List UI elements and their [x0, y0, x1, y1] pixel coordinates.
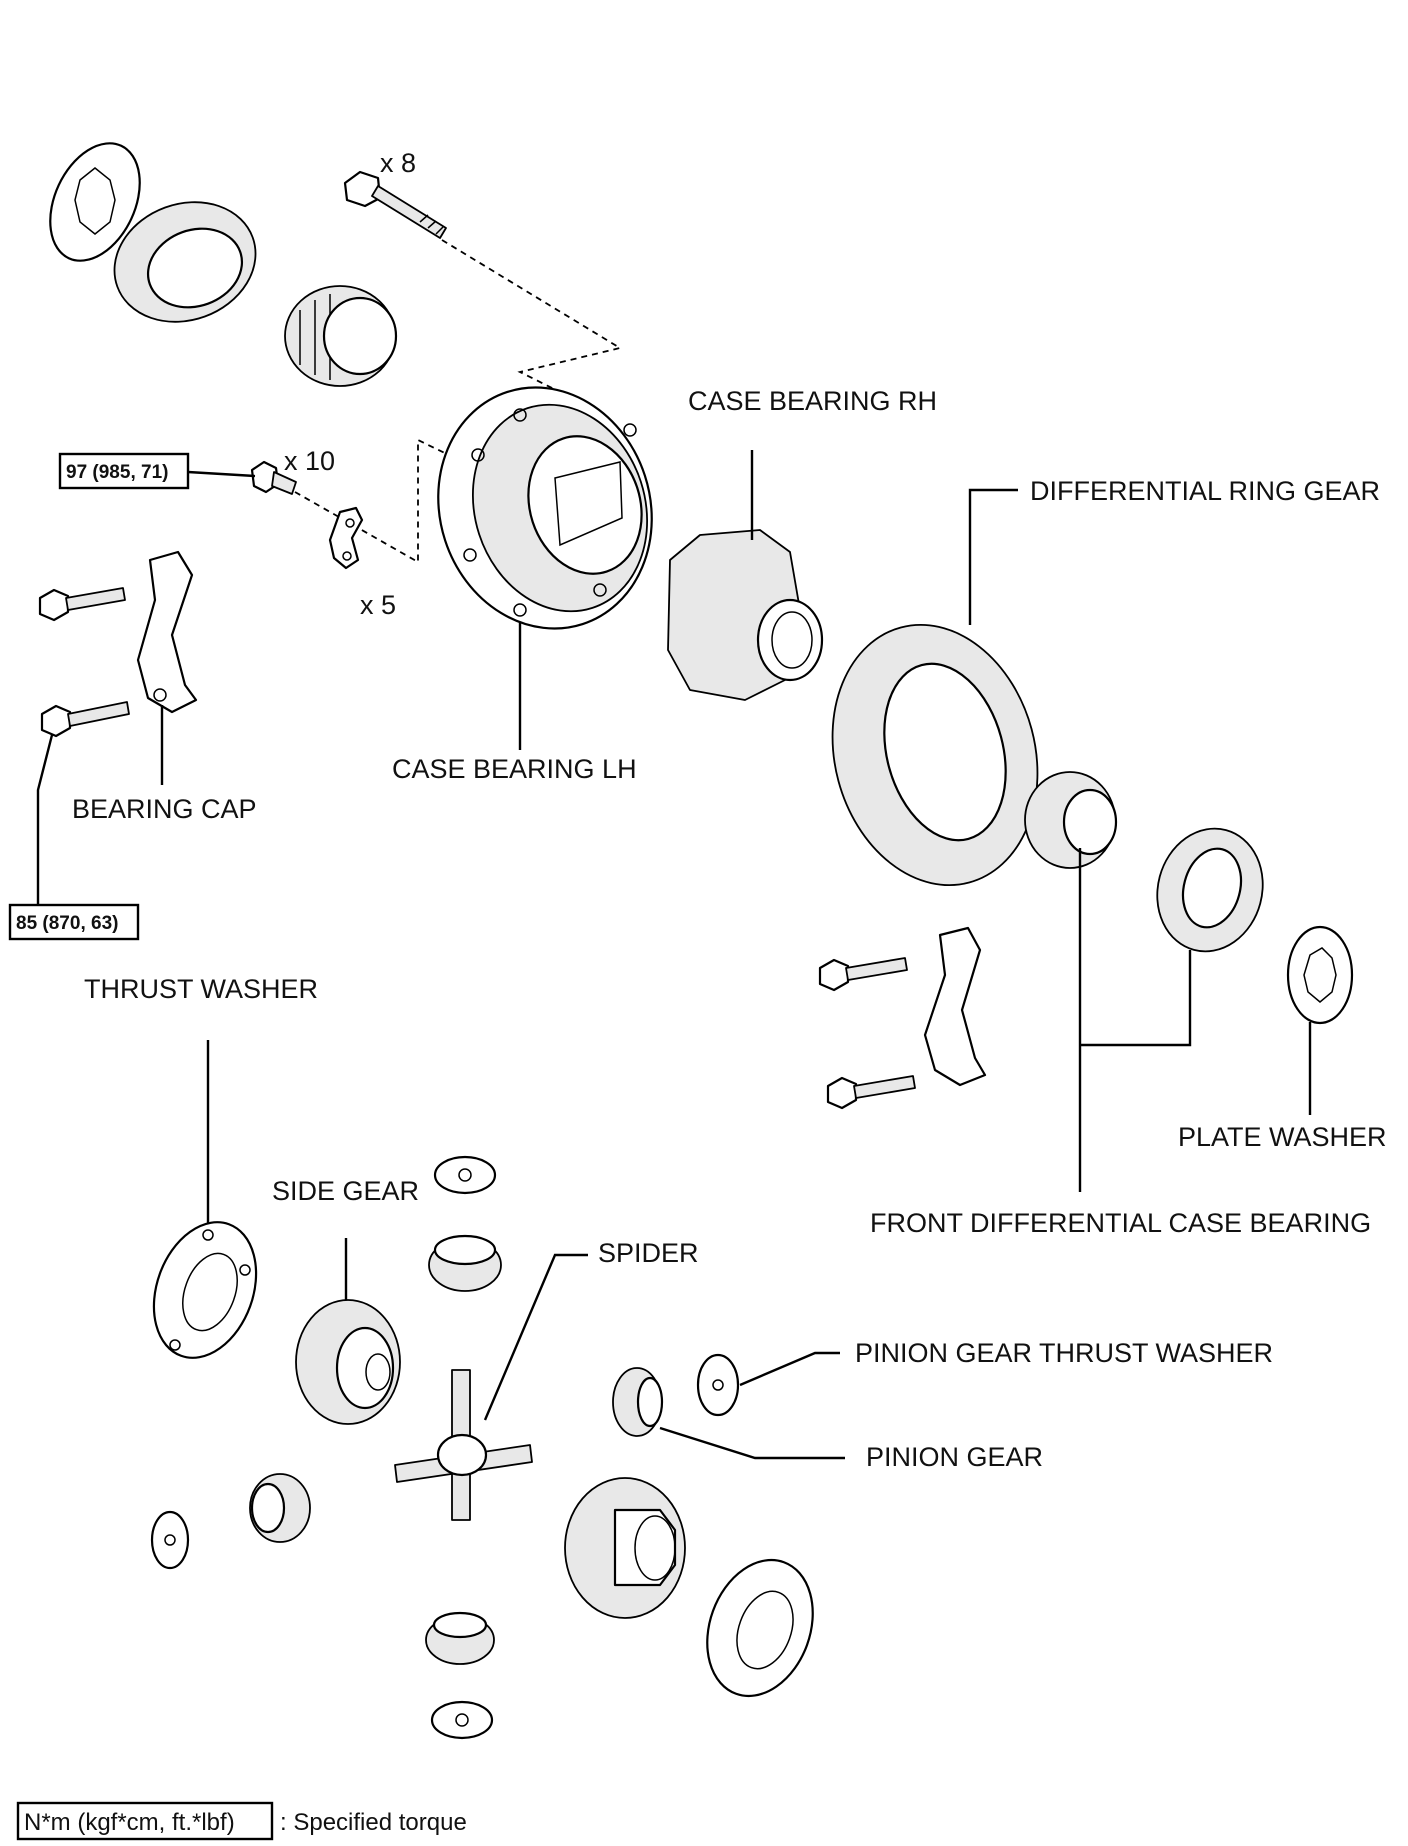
- plate-washer-left: [49, 142, 141, 262]
- torque-box-bearing-cap: [8, 903, 140, 941]
- label-thrust-washer: THRUST WASHER: [84, 974, 318, 1004]
- pinion-thrust-washer-left: [150, 1510, 190, 1570]
- legend-description: : Specified torque: [280, 1809, 467, 1836]
- torque-bolt-x10: [250, 460, 297, 495]
- bearing-cap-bolt-right-lower: [826, 1075, 916, 1110]
- torque-value-ring-bolt: 97 (985, 71): [66, 462, 168, 483]
- front-differential-case-bearing-roller: [1024, 771, 1118, 869]
- pinion-gear-bottom: [425, 1611, 495, 1665]
- plate-washer-right: [1286, 925, 1354, 1025]
- spider-part: [394, 1369, 533, 1521]
- label-pinion-gear: PINION GEAR: [866, 1442, 1043, 1472]
- bearing-cap-right: [923, 926, 987, 1087]
- pinion-thrust-washer-right: [696, 1353, 740, 1417]
- pinion-gear-left: [249, 1473, 311, 1543]
- case-bearing-lh-roller: [284, 285, 398, 387]
- pinion-gear-right: [612, 1367, 664, 1437]
- label-pinion-gear-thrust-washer: PINION GEAR THRUST WASHER: [855, 1338, 1273, 1368]
- label-case-bearing-lh: CASE BEARING LH: [392, 754, 637, 784]
- label-spider: SPIDER: [598, 1238, 699, 1268]
- label-case-bearing-rh: CASE BEARING RH: [688, 386, 937, 416]
- ring-gear-bolt: [343, 170, 447, 239]
- label-differential-ring-gear: DIFFERENTIAL RING GEAR: [1030, 476, 1380, 506]
- leader-spider: [483, 1253, 588, 1421]
- differential-ring-gear: [831, 623, 1039, 887]
- thrust-washer-left: [152, 1221, 258, 1359]
- torque-leader-ring-bolt: [187, 470, 256, 478]
- legend-torque-units: N*m (kgf*cm, ft.*lbf): [24, 1809, 235, 1836]
- torque-box-ring-bolt: [58, 452, 190, 490]
- label-side-gear: SIDE GEAR: [272, 1176, 419, 1206]
- label-bearing-cap: BEARING CAP: [72, 794, 257, 824]
- label-plate-washer: PLATE WASHER: [1178, 1122, 1387, 1152]
- bearing-cap-bolt-right-upper: [818, 957, 908, 992]
- thrust-washer-right: [706, 1558, 814, 1698]
- label-front-differential-case-bearing: FRONT DIFFERENTIAL CASE BEARING: [870, 1208, 1371, 1238]
- leader-pinion-gear: [659, 1426, 845, 1460]
- leader-pinion-gear-thrust-washer: [739, 1351, 840, 1387]
- differential-case: [437, 386, 653, 630]
- bolt-quantity-x8: x 8: [380, 148, 416, 178]
- bearing-cap-left: [136, 550, 198, 714]
- case-bearing-rh-part: [667, 529, 824, 701]
- torque-leader-bearing-cap: [36, 734, 54, 905]
- leader-ring-gear: [968, 488, 1018, 625]
- pinion-washer-top: [433, 1155, 497, 1195]
- bearing-cap-bolt-left-lower: [40, 701, 130, 738]
- lock-plate: [328, 506, 364, 570]
- side-gear-right: [564, 1477, 686, 1619]
- legend-torque-box: [16, 1801, 274, 1841]
- pinion-washer-bottom: [430, 1700, 494, 1740]
- bearing-outer-race-left: [113, 201, 257, 323]
- bolt-dash-guide: [441, 239, 623, 393]
- bearing-cap-bolt-left-upper: [38, 587, 126, 622]
- pinion-gear-top: [428, 1234, 502, 1292]
- side-gear-left: [295, 1299, 401, 1425]
- bearing-outer-race-right: [1156, 827, 1264, 953]
- leader-front-case-bearing-b: [1080, 950, 1192, 1047]
- bolt-quantity-x10: x 10: [284, 446, 335, 476]
- torque-value-bearing-cap: 85 (870, 63): [16, 913, 118, 934]
- lock-plate-quantity-x5: x 5: [360, 590, 396, 620]
